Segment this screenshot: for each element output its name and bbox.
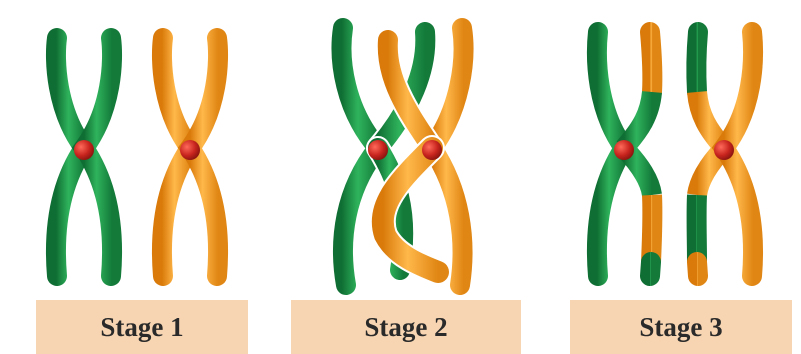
recombinant-chromosome-2 bbox=[696, 32, 753, 276]
recombinant-chromosome-1 bbox=[597, 32, 652, 276]
stage-1-label: Stage 1 bbox=[36, 300, 248, 354]
centromere bbox=[614, 140, 634, 160]
centromere bbox=[368, 140, 388, 160]
stage-2-label: Stage 2 bbox=[291, 300, 521, 354]
centromere bbox=[422, 140, 442, 160]
stage-3-chromosomes bbox=[597, 32, 753, 276]
green-chromosome bbox=[56, 38, 112, 276]
orange-chromosome bbox=[162, 38, 218, 276]
stage-2-chromosomes bbox=[342, 28, 464, 285]
stage-1-chromosomes bbox=[56, 38, 218, 276]
centromere bbox=[714, 140, 734, 160]
centromere bbox=[180, 140, 200, 160]
stage-3-label: Stage 3 bbox=[570, 300, 792, 354]
centromere bbox=[74, 140, 94, 160]
